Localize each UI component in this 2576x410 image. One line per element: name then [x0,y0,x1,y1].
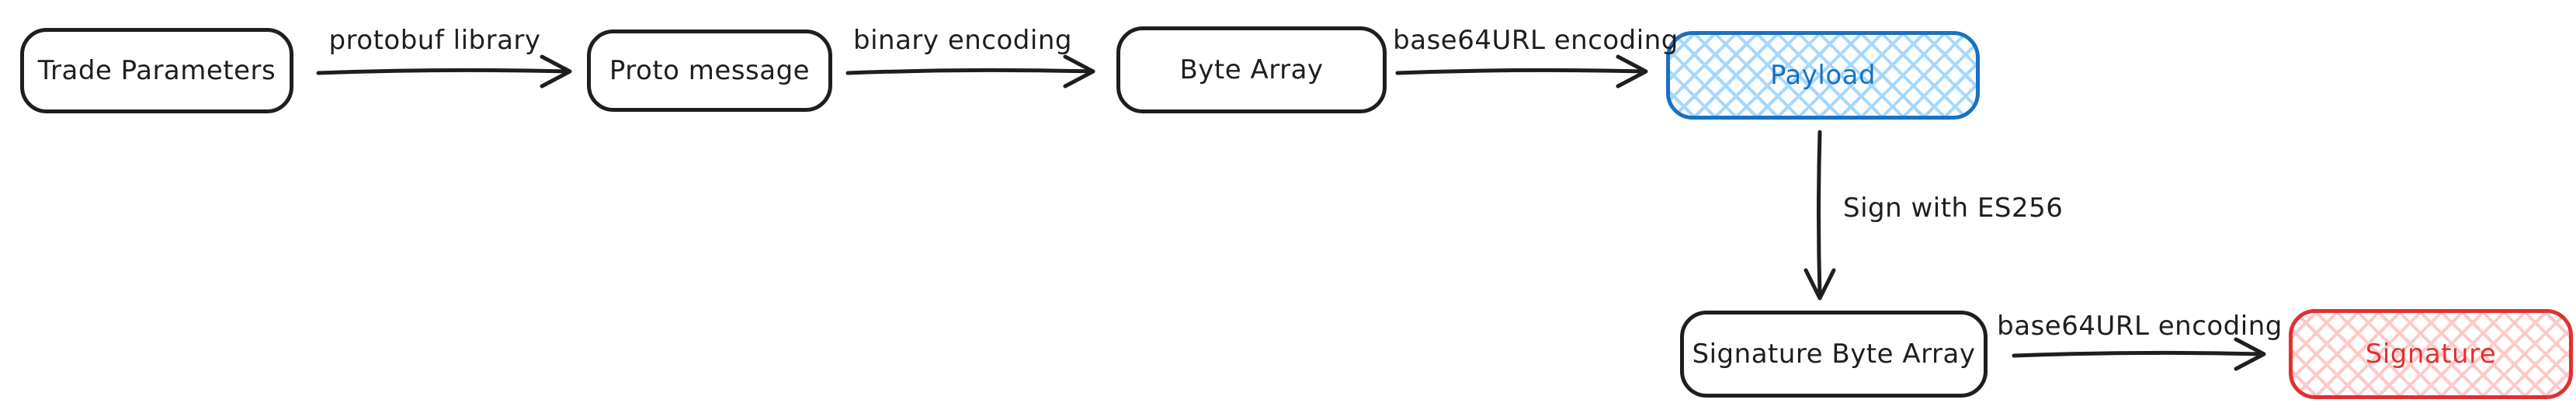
edge-arrow-protobuf-library [316,54,572,89]
edge-label-protobuf-library: protobuf library [328,25,541,56]
node-signature-byte-array: Signature Byte Array [1680,311,1988,398]
node-label: Byte Array [1179,54,1324,85]
edge-label-base64url-encoding-1: base64URL encoding [1393,25,1679,56]
arrowhead-down-icon [1804,268,1836,301]
node-proto-message: Proto message [587,30,832,112]
node-byte-array: Byte Array [1116,26,1387,113]
node-label: Signature Byte Array [1692,339,1976,370]
edge-arrow-binary-encoding [845,54,1095,89]
node-label: Proto message [609,55,811,86]
node-label: Signature [2365,339,2497,370]
arrowhead-right-icon [540,54,572,89]
edge-label-base64url-encoding-2: base64URL encoding [1997,311,2283,342]
node-trade-parameters: Trade Parameters [20,28,293,113]
node-payload: Payload [1666,31,1980,120]
edge-arrow-base64url-encoding-1 [1395,54,1648,89]
edge-arrow-sign-with-es256 [1804,130,1836,301]
node-label: Trade Parameters [37,55,276,86]
edge-label-binary-encoding: binary encoding [853,25,1072,56]
arrowhead-right-icon [1616,54,1648,89]
arrowhead-right-icon [1063,54,1095,89]
edge-label-sign-with-es256: Sign with ES256 [1843,193,2064,224]
node-signature: Signature [2289,309,2573,399]
arrowhead-right-icon [2234,337,2266,371]
edge-arrow-base64url-encoding-2 [2012,337,2266,371]
node-label: Payload [1769,60,1876,91]
